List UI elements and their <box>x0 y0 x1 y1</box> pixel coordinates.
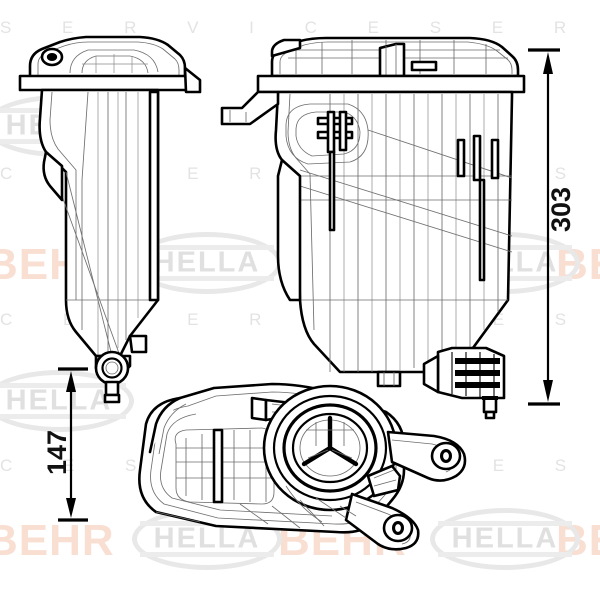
plan-divider-rib <box>212 428 224 504</box>
watermark-behr: BEHR <box>278 516 407 565</box>
tank-right-cap-step <box>270 38 302 58</box>
tank-right-clip-right <box>456 134 500 182</box>
hella-bar <box>438 552 572 557</box>
tank-left-outlet-ring-outer <box>94 350 130 386</box>
tank-right-probe-right <box>478 178 486 282</box>
watermark-hella: HELLA <box>0 95 134 157</box>
hella-bar <box>0 414 126 419</box>
tank-left-shoulder-tab <box>183 66 202 94</box>
tank-left-body <box>38 88 160 358</box>
plan-mount-arm-lower <box>344 492 420 551</box>
hella-text: HELLA <box>451 522 559 555</box>
watermark-service-row: C E S E R V I C E S E R V <box>0 310 600 329</box>
watermark-service-row: S E R V I C E S E R V I C E S E R V I C … <box>0 18 600 37</box>
hella-bar <box>140 245 274 250</box>
hella-bar <box>438 276 572 281</box>
watermark-behr: BEHR <box>278 240 407 289</box>
tank-right-outlet-left <box>376 370 402 388</box>
hella-bar <box>140 521 274 526</box>
hella-bar <box>0 139 126 144</box>
tank-right-body <box>274 90 514 374</box>
tank-right-dome-notch <box>410 60 438 72</box>
hella-oval-icon <box>430 508 580 570</box>
tank-right-clip-left <box>316 110 354 154</box>
hella-text: HELLA <box>451 246 559 279</box>
filler-cap-hole <box>46 53 58 61</box>
dimension-label-303: 303 <box>546 186 576 232</box>
hella-oval-icon <box>0 95 134 157</box>
watermark-hella: HELLA <box>132 232 282 294</box>
watermark-service-row: C E S E R V I C E S E R V <box>0 164 600 183</box>
hella-text: HELLA <box>153 246 261 279</box>
hella-bar <box>438 245 572 250</box>
plan-left-chamber <box>174 427 275 505</box>
watermark-hella: HELLA <box>0 370 134 432</box>
watermark-behr: BEHR <box>0 240 115 289</box>
tank-left-web <box>148 90 160 302</box>
tank-left-lower-lobe <box>42 150 64 202</box>
plan-outlet-spigot <box>366 464 402 498</box>
tank-right-left-lobe <box>276 158 302 302</box>
view-plan-bottom <box>138 382 467 551</box>
watermark-behr: BEHR <box>556 516 600 565</box>
dimension-label-147: 147 <box>42 429 72 475</box>
hella-oval-icon <box>132 232 282 294</box>
hella-oval-icon <box>430 232 580 294</box>
tank-left-bracket <box>128 334 148 354</box>
hella-bar <box>140 552 274 557</box>
hella-text: HELLA <box>5 109 113 142</box>
tank-right-dome-rib <box>378 42 406 78</box>
electrical-connector <box>422 346 506 400</box>
hella-bar <box>0 108 126 113</box>
tank-left-dome <box>28 35 187 80</box>
watermark-behr: BEHR <box>556 240 600 289</box>
watermark-hella: HELLA <box>430 232 580 294</box>
hella-text: HELLA <box>5 384 113 417</box>
plan-filler-neck <box>262 384 398 512</box>
hella-bar <box>438 521 572 526</box>
watermark-hella: HELLA <box>132 508 282 570</box>
plan-cap-spokes <box>301 415 359 467</box>
plan-top-rib <box>148 396 182 454</box>
tank-right-left-shoulder <box>220 90 280 126</box>
view-side-left <box>18 35 202 404</box>
tank-right-probe-left <box>328 150 336 232</box>
tank-right-sensor-spigot <box>482 396 498 414</box>
filler-cap-boss <box>40 47 64 67</box>
hella-oval-icon <box>132 508 282 570</box>
hella-text: HELLA <box>153 522 261 555</box>
tank-right-flange <box>258 76 524 92</box>
plan-mount-arm-upper <box>386 430 467 482</box>
tank-right-dome <box>270 36 520 78</box>
plan-mount-hole-lower <box>382 513 414 543</box>
watermark-behr: BEHR <box>0 516 115 565</box>
plan-upper-port <box>250 396 268 422</box>
plan-outer-shell <box>138 382 406 534</box>
view-side-right <box>220 36 526 420</box>
watermark-service-row: C E S E R V I C E S E R V <box>0 456 600 475</box>
tank-left-outlet-ring-inner <box>101 357 123 379</box>
plan-mount-hole-upper <box>430 441 462 471</box>
tank-left-neck <box>94 354 132 376</box>
watermark-hella: HELLA <box>430 508 580 570</box>
hella-oval-icon <box>0 370 134 432</box>
hella-bar <box>0 383 126 388</box>
tank-left-outlet-stub <box>104 380 120 397</box>
tank-left-flange <box>20 76 192 90</box>
hella-bar <box>140 276 274 281</box>
